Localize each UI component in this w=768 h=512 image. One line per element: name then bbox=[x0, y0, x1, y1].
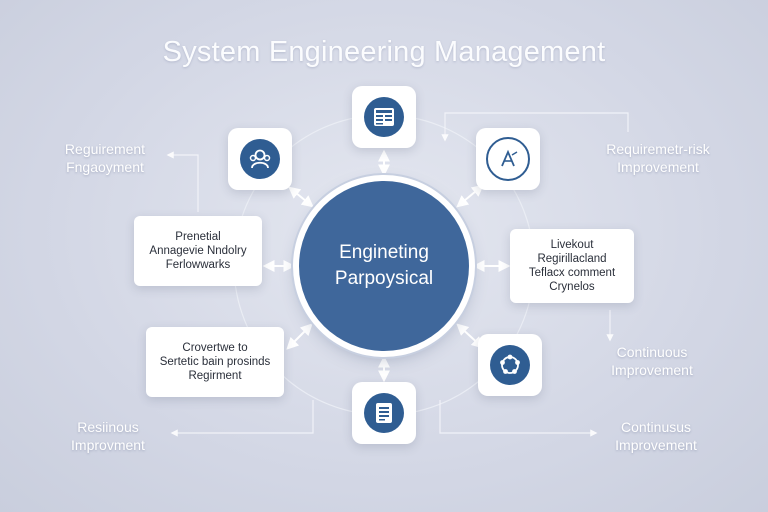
team-people-icon bbox=[240, 139, 280, 179]
card-right-line-4: Crynelos bbox=[549, 281, 595, 293]
card-left-upper-line-3: Ferlowwarks bbox=[165, 259, 231, 271]
node-top-left[interactable] bbox=[228, 128, 292, 190]
node-top[interactable] bbox=[352, 86, 416, 148]
side-label-mid-right-line-2: Improvement bbox=[611, 362, 693, 378]
side-label-bottom-left-line-2: Improvment bbox=[71, 437, 145, 453]
leader-bottom-right bbox=[439, 400, 598, 437]
central-hub: Engineting Parpoysical bbox=[299, 181, 469, 351]
card-left-lower-line-1: Crovertwe to bbox=[182, 342, 248, 354]
side-label-top-left-line-1: Reguirement bbox=[64, 141, 146, 157]
card-left-upper-line-2: Annagevie Nndolry bbox=[149, 245, 247, 257]
card-left-upper-line-1: Prenetial bbox=[175, 231, 221, 243]
side-label-mid-right: Continuous Improvement bbox=[592, 343, 712, 379]
side-label-bottom-left-line-1: Resiinous bbox=[77, 419, 139, 435]
side-label-bottom-right-line-2: Improvement bbox=[615, 437, 697, 453]
card-left-upper[interactable]: Prenetial Annagevie Nndolry Ferlowwarks bbox=[134, 216, 262, 286]
card-right-line-3: Teflacx comment bbox=[528, 267, 616, 279]
page-title: System Engineering Management bbox=[162, 36, 606, 68]
spoke-bottom-left bbox=[286, 323, 313, 350]
hub-label-line-2: Parpoysical bbox=[334, 268, 434, 289]
node-bottom-right[interactable] bbox=[478, 334, 542, 396]
side-label-top-right-line-1: Requiremetr-risk bbox=[606, 141, 710, 157]
card-left-lower-line-3: Regirment bbox=[188, 370, 242, 382]
side-label-bottom-right-line-1: Continusus bbox=[620, 419, 692, 435]
card-left-lower[interactable]: Crovertwe to Sertetic bain prosinds Regi… bbox=[146, 327, 284, 397]
leader-top-left bbox=[166, 151, 199, 212]
side-label-top-left: Reguirement Fngaoyment bbox=[40, 140, 170, 176]
side-label-bottom-right: Continusus Improvement bbox=[594, 418, 718, 454]
node-bottom[interactable] bbox=[352, 382, 416, 444]
hub-label-line-1: Engineting bbox=[339, 242, 429, 263]
card-right[interactable]: Livekout Regirillacland Teflacx comment … bbox=[510, 229, 634, 303]
compass-a-icon bbox=[486, 137, 530, 181]
leader-top-right bbox=[441, 112, 629, 142]
side-label-top-right: Requiremetr-risk Improvement bbox=[588, 140, 728, 176]
side-label-mid-right-line-1: Continuous bbox=[616, 344, 688, 360]
card-right-line-1: Livekout bbox=[550, 239, 594, 251]
side-label-top-left-line-2: Fngaoyment bbox=[66, 159, 144, 175]
spoke-top-right bbox=[456, 184, 484, 208]
card-right-line-2: Regirillacland bbox=[537, 253, 607, 265]
leader-bottom-left bbox=[170, 400, 314, 437]
side-label-top-right-line-2: Improvement bbox=[617, 159, 699, 175]
cycle-nodes-icon bbox=[490, 345, 530, 385]
side-label-bottom-left: Resiinous Improvment bbox=[46, 418, 170, 454]
document-table-icon bbox=[364, 97, 404, 137]
card-left-lower-line-2: Sertetic bain prosinds bbox=[159, 356, 271, 368]
report-document-icon bbox=[364, 393, 404, 433]
node-top-right[interactable] bbox=[476, 128, 540, 190]
spoke-top-left bbox=[288, 186, 314, 208]
